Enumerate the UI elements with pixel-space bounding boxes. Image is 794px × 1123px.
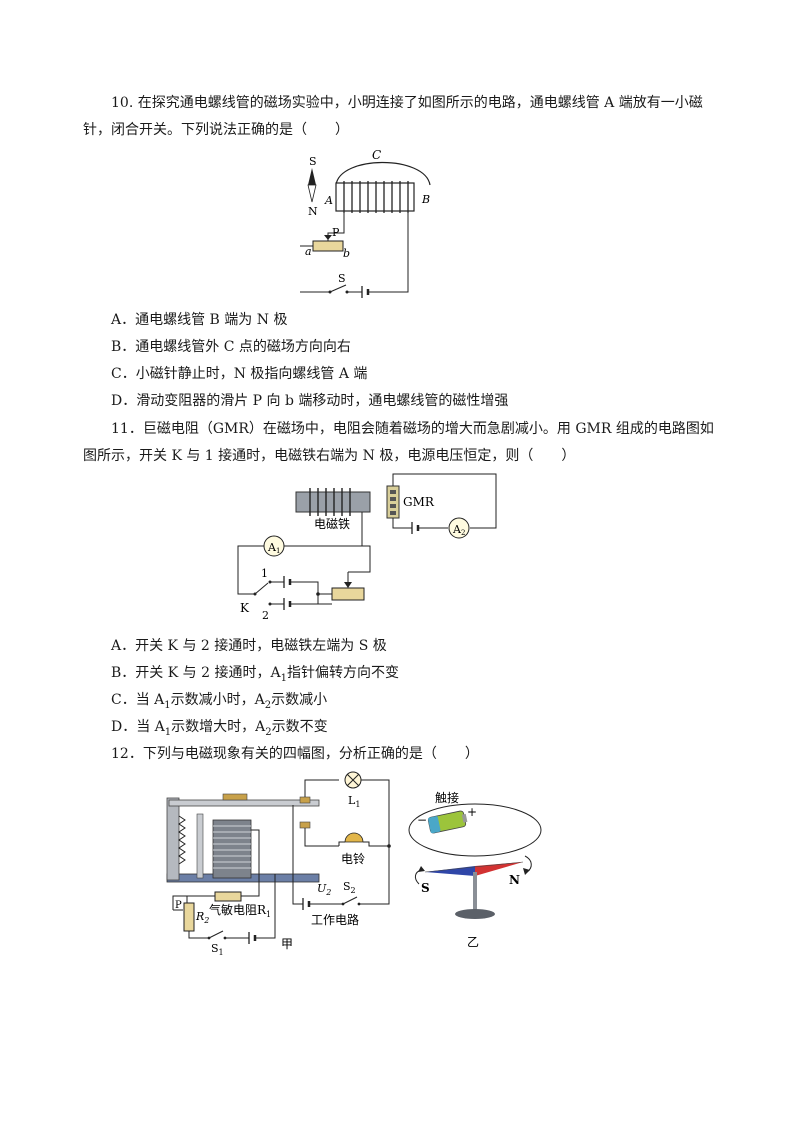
label-work-circuit: 工作电路 (311, 912, 359, 927)
label-b-end: B (421, 193, 430, 206)
solenoid-core (335, 182, 415, 212)
label-compass-n: N (308, 205, 318, 218)
label-r2: R2 (195, 910, 209, 925)
rheostat-r2 (183, 902, 195, 932)
q10-option-b: B．通电螺线管外 C 点的磁场方向向右 (111, 339, 351, 355)
label-minus: − (417, 813, 427, 827)
armature (168, 799, 320, 807)
label-p: P (332, 226, 340, 239)
label-2: 2 (262, 609, 269, 620)
rheostat-q11 (331, 587, 365, 601)
wire-loop (408, 803, 542, 857)
label-jia: 甲 (281, 937, 293, 951)
label-a-end: A (324, 194, 333, 207)
switch-k (254, 582, 269, 595)
label-c: C (372, 148, 381, 162)
label-a1: A (267, 541, 277, 554)
electromagnet-coil (309, 488, 351, 516)
relay-spring (178, 815, 186, 865)
rheostat (312, 240, 344, 252)
label-l1: L1 (348, 794, 360, 809)
label-needle-n: N (509, 873, 520, 887)
stand-base (455, 909, 495, 919)
electromagnet-coil-jia (212, 819, 252, 879)
q10-stem-line2: 针，闭合开关。下列说法正确的是（ ） (83, 122, 349, 138)
battery-cell (427, 810, 468, 834)
q11-figure: 电磁铁 GMR A 2 A 1 1 2 K (237, 473, 497, 620)
label-needle-s: S (421, 881, 430, 895)
coil-windings (213, 825, 251, 869)
relay-post (166, 797, 180, 881)
q11-stem-line1: 11．巨磁电阻（GMR）在磁场中，电阻会随着磁场的增大而急剧减小。用 GMR 组… (111, 421, 714, 437)
q12-figure-yi: 触接 + − S N 乙 (408, 790, 542, 949)
q11-option-b: B．开关 K 与 2 接通时，A1指针偏转方向不变 (111, 665, 399, 684)
label-yi: 乙 (467, 935, 479, 949)
label-plus: + (467, 805, 477, 819)
switch-s (329, 284, 347, 293)
label-a: a (305, 245, 312, 258)
slider-p-arrow (324, 235, 332, 240)
label-gmr: GMR (403, 495, 435, 509)
wire-right (378, 213, 409, 293)
label-contact: 触接 (435, 790, 459, 805)
top-contact (299, 796, 311, 804)
ammeter-a2 (448, 517, 470, 539)
q11-option-c: C．当 A1示数减小时，A2示数减小 (111, 692, 328, 711)
compass-needle-s (308, 168, 316, 185)
svg-text:1: 1 (276, 547, 280, 555)
bottom-contact (299, 821, 311, 829)
switch-s2 (342, 896, 358, 905)
label-bell: 电铃 (341, 851, 365, 866)
q11-option-a: A．开关 K 与 2 接通时，电磁铁左端为 S 极 (111, 638, 387, 654)
switch-s1 (208, 930, 224, 939)
q10-option-a: A．通电螺线管 B 端为 N 极 (111, 312, 288, 328)
q10-figure: C S N A B P a b S (300, 148, 431, 298)
label-compass-s: S (309, 155, 317, 168)
label-gas-r1: 气敏电阻R1 (209, 902, 271, 919)
q12-stem: 12．下列与电磁现象有关的四幅图，分析正确的是（ ） (111, 746, 479, 762)
slider-arrow (344, 582, 352, 588)
label-a2: A (452, 523, 462, 536)
q10-option-c: C．小磁针静止时，N 极指向螺线管 A 端 (111, 366, 368, 382)
q11-stem-line2: 图所示，开关 K 与 1 接通时，电磁铁右端为 N 极，电源电压恒定，则（ ） (83, 448, 576, 464)
label-b: b (343, 247, 350, 260)
field-arc-line (335, 162, 431, 186)
compass-needle-n (307, 184, 317, 203)
label-p-jia: P (175, 900, 182, 911)
label-electromagnet: 电磁铁 (314, 516, 350, 531)
q11-option-d: D．当 A1示数增大时，A2示数不变 (111, 719, 328, 738)
svg-text:2: 2 (461, 529, 465, 537)
label-switch: S (338, 272, 346, 285)
needle-s-half (425, 866, 475, 876)
ammeter-a1 (263, 535, 285, 557)
gas-sensor-r1 (214, 891, 242, 902)
label-u2: U2 (317, 882, 331, 897)
label-s2: S2 (343, 880, 356, 895)
stand-post (473, 872, 477, 910)
q10-option-d: D．滑动变阻器的滑片 P 向 b 端移动时，通电螺线管的磁性增强 (111, 393, 509, 409)
electromagnet-core (295, 491, 371, 513)
solenoid-coil (343, 181, 409, 213)
label-s1: S1 (211, 942, 224, 955)
label-1: 1 (261, 567, 268, 580)
q12-figure-jia: 气敏电阻R1 P R2 S1 甲 L1 电铃 U2 S2 工作电路 (166, 771, 391, 955)
label-k: K (240, 601, 250, 615)
electric-bell (344, 832, 364, 843)
q10-stem-line1: 10. 在探究通电螺线管的磁场实验中，小明连接了如图所示的电路，通电螺线管 A … (111, 95, 703, 111)
